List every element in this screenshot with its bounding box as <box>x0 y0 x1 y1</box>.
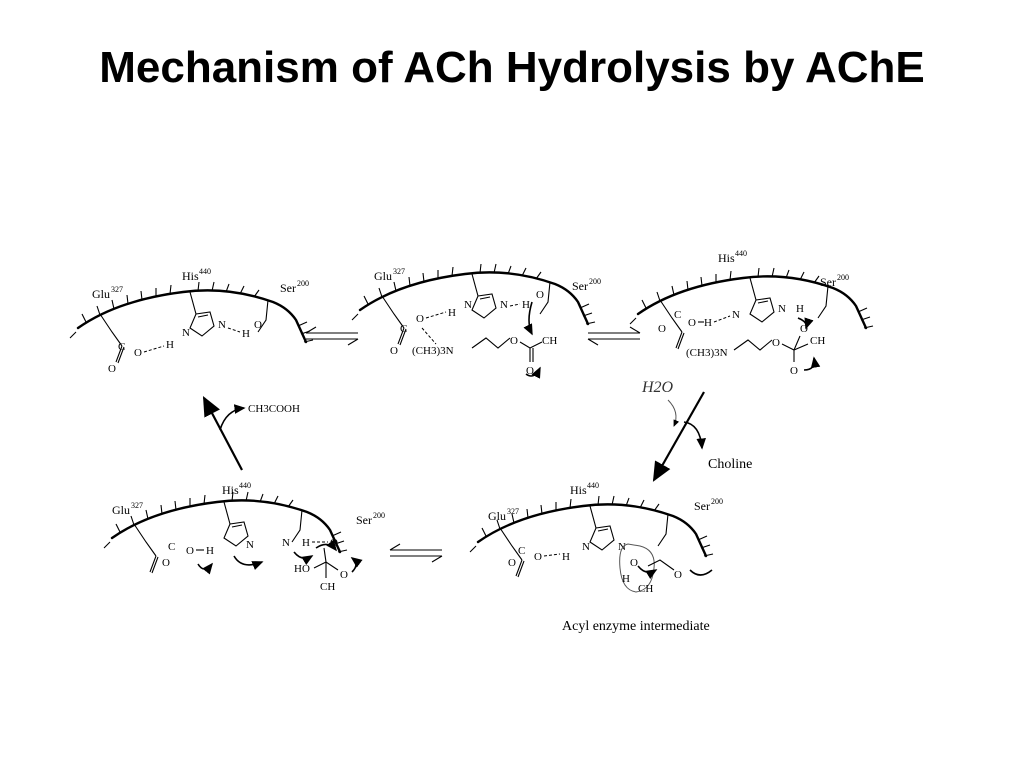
ser-label: Ser <box>694 499 710 513</box>
hydroxyl: HO <box>294 563 310 575</box>
page-title: Mechanism of ACh Hydrolysis by AChE <box>99 43 925 92</box>
panel-tetrahedral-intermediate: His 440 Ser 200 C O O H N N H O (CH3)3N … <box>628 249 875 377</box>
panel-free-enzyme: Glu 327 His 440 Ser 200 C O O H N N H O <box>68 267 315 375</box>
his-superscript: 440 <box>239 481 251 490</box>
his-superscript: 440 <box>587 481 599 490</box>
ser-superscript: 200 <box>589 277 601 286</box>
glu-superscript: 327 <box>507 507 519 516</box>
his-label: His <box>222 483 239 497</box>
panel-substrate-binding: Glu 327 Ser 200 C O O H N N H O (CH3)3N … <box>350 262 601 379</box>
acetyl-methyl: CH <box>542 335 557 347</box>
glu-carbon: C <box>118 341 125 353</box>
his-n1: N <box>464 299 472 311</box>
equilibrium-arrow-3 <box>389 543 443 563</box>
equilibrium-arrow-1 <box>305 326 359 346</box>
trimethylammonium: (CH3)3N <box>686 347 728 359</box>
product-release-arrow: CH3COOH <box>202 396 300 471</box>
glu-carbonyl-oxygen: O <box>162 557 170 569</box>
acetyl-carbonyl-oxygen: O <box>526 365 534 377</box>
his-h: H <box>562 551 570 563</box>
water-label: H2O <box>641 379 674 396</box>
his-h: H <box>302 537 310 549</box>
choline-label: Choline <box>708 457 752 472</box>
panel-deacylation: Glu 327 His 440 Ser 200 C O O H N N H O … <box>102 481 385 593</box>
his-label: His <box>182 269 199 283</box>
glu-carbonyl-oxygen: O <box>390 345 398 357</box>
glu-superscript: 327 <box>131 501 143 510</box>
glu-carbonyl-oxygen: O <box>508 557 516 569</box>
glu-carbon: C <box>400 323 407 335</box>
his-n2: N <box>500 299 508 311</box>
glu-h: H <box>704 317 712 329</box>
ser-h: H <box>522 299 530 311</box>
ester-oxygen: O <box>510 335 518 347</box>
glu-carbon: C <box>518 545 525 557</box>
ser-superscript: 200 <box>837 273 849 282</box>
his-n2: N <box>282 537 290 549</box>
trimethylammonium: (CH3)3N <box>412 345 454 357</box>
oxyanion: O <box>790 365 798 377</box>
ser-h: H <box>242 328 250 340</box>
his-n1: N <box>182 327 190 339</box>
glu-h: H <box>206 545 214 557</box>
acetyl-methyl: CH <box>810 335 825 347</box>
glu-oxygen: O <box>186 545 194 557</box>
acetyl-methyl: CH <box>638 583 653 595</box>
his-n1: N <box>246 539 254 551</box>
ser-superscript: 200 <box>373 511 385 520</box>
his-superscript: 440 <box>735 249 747 258</box>
ser-oxygen: O <box>800 323 808 335</box>
ser-label: Ser <box>356 513 372 527</box>
equilibrium-arrow-2 <box>587 326 641 346</box>
glu-superscript: 327 <box>393 267 405 276</box>
glu-label: Glu <box>112 503 130 517</box>
his-n1: N <box>732 309 740 321</box>
water-h: H <box>622 573 630 585</box>
glu-superscript: 327 <box>111 285 123 294</box>
ester-oxygen: O <box>772 337 780 349</box>
glu-label: Glu <box>92 287 110 301</box>
ser-label: Ser <box>820 275 836 289</box>
his-n2: N <box>618 541 626 553</box>
glu-oxygen: O <box>416 313 424 325</box>
his-label: His <box>718 251 735 265</box>
glu-carbon: C <box>168 541 175 553</box>
his-h: H <box>796 303 804 315</box>
his-superscript: 440 <box>199 267 211 276</box>
hydrolysis-step-arrow: H2O Choline <box>641 379 752 482</box>
ser-label: Ser <box>280 281 296 295</box>
his-n2: N <box>218 319 226 331</box>
ser-superscript: 200 <box>711 497 723 506</box>
glu-oxygen: O <box>134 347 142 359</box>
glu-oxygen: O <box>688 317 696 329</box>
his-n2: N <box>778 303 786 315</box>
his-n1: N <box>582 541 590 553</box>
water-oxygen: O <box>630 557 638 569</box>
his-h: H <box>166 339 174 351</box>
his-label: His <box>570 483 587 497</box>
glu-carbonyl-oxygen: O <box>658 323 666 335</box>
ser-superscript: 200 <box>297 279 309 288</box>
panel-acyl-enzyme: Glu 327 His 440 Ser 200 C O O H N N O H … <box>468 481 723 595</box>
glu-oxygen: O <box>534 551 542 563</box>
glu-label: Glu <box>374 269 392 283</box>
acetyl-methyl: CH <box>320 581 335 593</box>
ser-oxygen: O <box>536 289 544 301</box>
glu-label: Glu <box>488 509 506 523</box>
acyl-intermediate-caption: Acyl enzyme intermediate <box>562 619 710 634</box>
glu-carbon: C <box>674 309 681 321</box>
his-h: H <box>448 307 456 319</box>
acetyl-oxygen: O <box>674 569 682 581</box>
ser-label: Ser <box>572 279 588 293</box>
glu-carbonyl-oxygen: O <box>108 363 116 375</box>
acetic-acid-label: CH3COOH <box>248 403 300 415</box>
ser-oxygen: O <box>254 319 262 331</box>
oxyanion: O <box>340 569 348 581</box>
